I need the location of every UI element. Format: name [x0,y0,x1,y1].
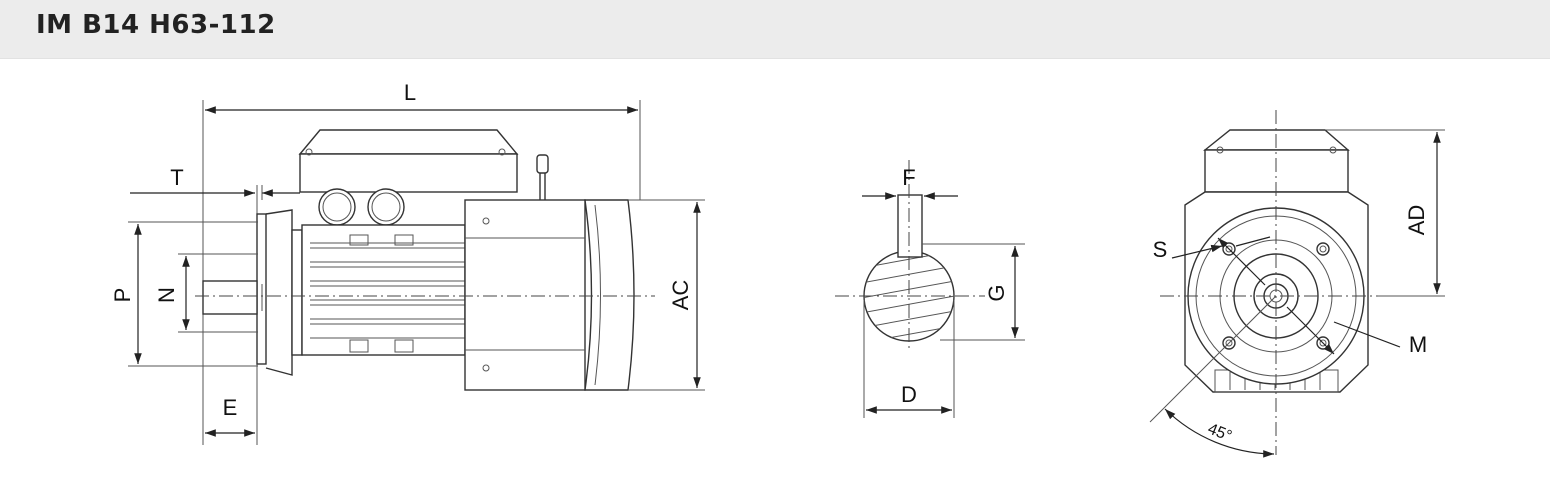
label-g: G [984,284,1009,301]
fan-cowl [584,199,635,391]
brake-lever [536,154,549,174]
front-view: S M AD 45° [1149,110,1445,458]
page-title: IM B14 H63-112 [36,10,276,40]
label-e: E [223,395,238,420]
cable-gland-1 [318,188,356,226]
motor-housing-side [301,224,466,356]
label-n: N [154,287,179,303]
shaft-section-view: F G D [835,160,1025,418]
terminal-box-lid [298,129,519,155]
label-t: T [170,165,183,190]
label-ad: AD [1404,205,1429,236]
page-header: IM B14 H63-112 [0,0,1550,59]
label-f: F [902,165,915,190]
label-angle: 45° [1205,420,1234,445]
label-p: P [110,288,135,303]
shaft-side [202,280,258,315]
label-d: D [901,382,917,407]
key [897,194,923,258]
label-ac: AC [668,280,693,311]
label-l: L [404,80,416,105]
brake-cover [464,199,586,391]
side-view: L T [110,80,705,445]
label-s: S [1153,237,1168,262]
cable-gland-2 [367,188,405,226]
label-m: M [1409,332,1427,357]
